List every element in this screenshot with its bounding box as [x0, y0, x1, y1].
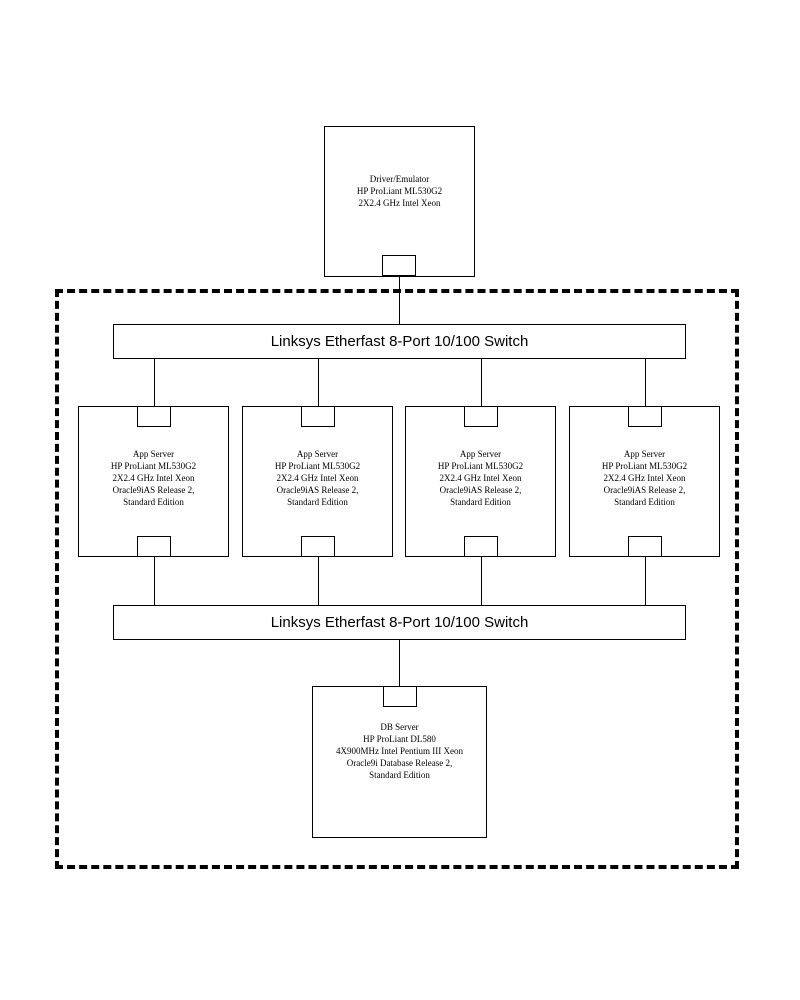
- app-server-line: HP ProLiant ML530G2: [601, 461, 688, 471]
- driver-emulator-label: Driver/Emulator HP ProLiant ML530G2 2X2.…: [327, 173, 472, 209]
- top-switch-label: Linksys Etherfast 8-Port 10/100 Switch: [270, 333, 529, 350]
- system-under-test-boundary: [55, 289, 739, 869]
- top-switch: Linksys Etherfast 8-Port 10/100 Switch: [113, 324, 686, 359]
- network-port: [464, 536, 498, 557]
- network-port: [137, 536, 171, 557]
- connector-driver-to-switch: [399, 276, 400, 324]
- bottom-switch: Linksys Etherfast 8-Port 10/100 Switch: [113, 605, 686, 640]
- db-server-line: 4X900MHz Intel Pentium III Xeon: [336, 746, 463, 756]
- app-server-line: HP ProLiant ML530G2: [274, 461, 361, 471]
- db-server-node: DB Server HP ProLiant DL580 4X900MHz Int…: [312, 686, 487, 838]
- app-server-line: 2X2.4 GHz Intel Xeon: [112, 473, 195, 483]
- app-server-2-label: App Server HP ProLiant ML530G2 2X2.4 GHz…: [245, 448, 390, 508]
- app-server-line: Standard Edition: [287, 497, 348, 507]
- connector-switch-to-app-2: [318, 358, 319, 406]
- driver-line-2: HP ProLiant ML530G2: [356, 186, 443, 196]
- bottom-switch-label: Linksys Etherfast 8-Port 10/100 Switch: [270, 614, 529, 631]
- network-port: [628, 406, 662, 427]
- app-server-line: App Server: [132, 449, 175, 459]
- app-server-line: App Server: [623, 449, 666, 459]
- connector-switch-to-db: [399, 639, 400, 687]
- network-port: [464, 406, 498, 427]
- connector-switch-to-app-1: [154, 358, 155, 406]
- db-server-line: DB Server: [380, 722, 419, 732]
- app-server-3-label: App Server HP ProLiant ML530G2 2X2.4 GHz…: [408, 448, 553, 508]
- app-server-line: Oracle9iAS Release 2,: [439, 485, 522, 495]
- connector-app-3-to-switch: [481, 557, 482, 605]
- app-server-line: Oracle9iAS Release 2,: [112, 485, 195, 495]
- app-server-line: Standard Edition: [614, 497, 675, 507]
- app-server-line: 2X2.4 GHz Intel Xeon: [603, 473, 686, 483]
- app-server-1-label: App Server HP ProLiant ML530G2 2X2.4 GHz…: [81, 448, 226, 508]
- network-port: [301, 406, 335, 427]
- app-server-line: Standard Edition: [450, 497, 511, 507]
- driver-line-1: Driver/Emulator: [369, 174, 430, 184]
- app-server-2: App Server HP ProLiant ML530G2 2X2.4 GHz…: [242, 406, 393, 557]
- app-server-line: Oracle9iAS Release 2,: [603, 485, 686, 495]
- app-server-4-label: App Server HP ProLiant ML530G2 2X2.4 GHz…: [572, 448, 717, 508]
- network-port: [382, 255, 416, 276]
- connector-app-1-to-switch: [154, 557, 155, 605]
- app-server-1: App Server HP ProLiant ML530G2 2X2.4 GHz…: [78, 406, 229, 557]
- db-server-line: HP ProLiant DL580: [363, 734, 436, 744]
- connector-switch-to-app-3: [481, 358, 482, 406]
- app-server-4: App Server HP ProLiant ML530G2 2X2.4 GHz…: [569, 406, 720, 557]
- app-server-line: HP ProLiant ML530G2: [110, 461, 197, 471]
- network-port: [137, 406, 171, 427]
- connector-app-2-to-switch: [318, 557, 319, 605]
- network-port: [383, 686, 417, 707]
- app-server-line: App Server: [296, 449, 339, 459]
- app-server-line: Standard Edition: [123, 497, 184, 507]
- db-server-line: Standard Edition: [369, 770, 430, 780]
- driver-line-3: 2X2.4 GHz Intel Xeon: [358, 198, 441, 208]
- app-server-line: Oracle9iAS Release 2,: [276, 485, 359, 495]
- app-server-3: App Server HP ProLiant ML530G2 2X2.4 GHz…: [405, 406, 556, 557]
- app-server-line: 2X2.4 GHz Intel Xeon: [439, 473, 522, 483]
- network-port: [301, 536, 335, 557]
- connector-app-4-to-switch: [645, 557, 646, 605]
- app-server-line: App Server: [459, 449, 502, 459]
- db-server-label: DB Server HP ProLiant DL580 4X900MHz Int…: [315, 721, 484, 781]
- network-port: [628, 536, 662, 557]
- connector-switch-to-app-4: [645, 358, 646, 406]
- db-server-line: Oracle9i Database Release 2,: [346, 758, 453, 768]
- app-server-line: 2X2.4 GHz Intel Xeon: [276, 473, 359, 483]
- driver-emulator-node: Driver/Emulator HP ProLiant ML530G2 2X2.…: [324, 126, 475, 277]
- app-server-line: HP ProLiant ML530G2: [437, 461, 524, 471]
